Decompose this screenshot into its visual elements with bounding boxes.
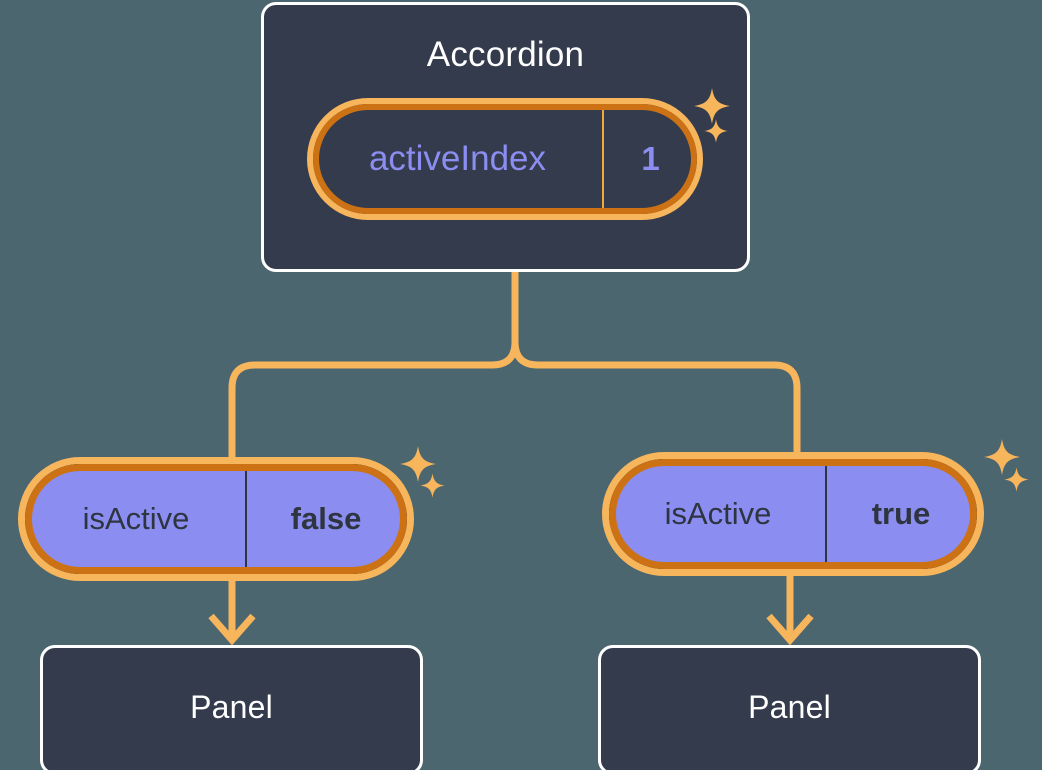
prop-badge-is-active-false[interactable]: isActive false: [18, 457, 414, 581]
prop-badge-body: isActive true: [609, 459, 977, 569]
sparkle-icon: [982, 437, 1022, 477]
component-label-accordion: Accordion: [426, 35, 585, 74]
component-label-panel-left: Panel: [190, 689, 273, 725]
connector-branch-right: [511, 341, 801, 452]
sparkle-icon: [1003, 466, 1030, 493]
state-badge-body: activeIndex 1: [313, 104, 697, 214]
state-value-active-index: 1: [602, 104, 697, 214]
arrow-right-head: [766, 613, 814, 646]
state-badge-active-index[interactable]: activeIndex 1: [307, 98, 703, 220]
sparkle-icon: [398, 444, 438, 484]
prop-key-is-active: isActive: [82, 501, 190, 536]
prop-badge-is-active-true[interactable]: isActive true: [602, 452, 984, 576]
prop-key-is-active: isActive: [664, 496, 772, 531]
component-card-panel-right[interactable]: Panel: [598, 645, 981, 770]
sparkle-icon: [419, 472, 446, 499]
prop-badge-body: isActive false: [25, 464, 407, 574]
connector-branch-left: [228, 341, 519, 458]
component-card-panel-left[interactable]: Panel: [40, 645, 423, 770]
prop-value-is-active: false: [245, 466, 405, 572]
prop-value-is-active: true: [825, 461, 975, 567]
component-label-panel-right: Panel: [748, 689, 831, 725]
arrow-left-head: [208, 613, 256, 646]
state-key-active-index: activeIndex: [368, 139, 547, 178]
